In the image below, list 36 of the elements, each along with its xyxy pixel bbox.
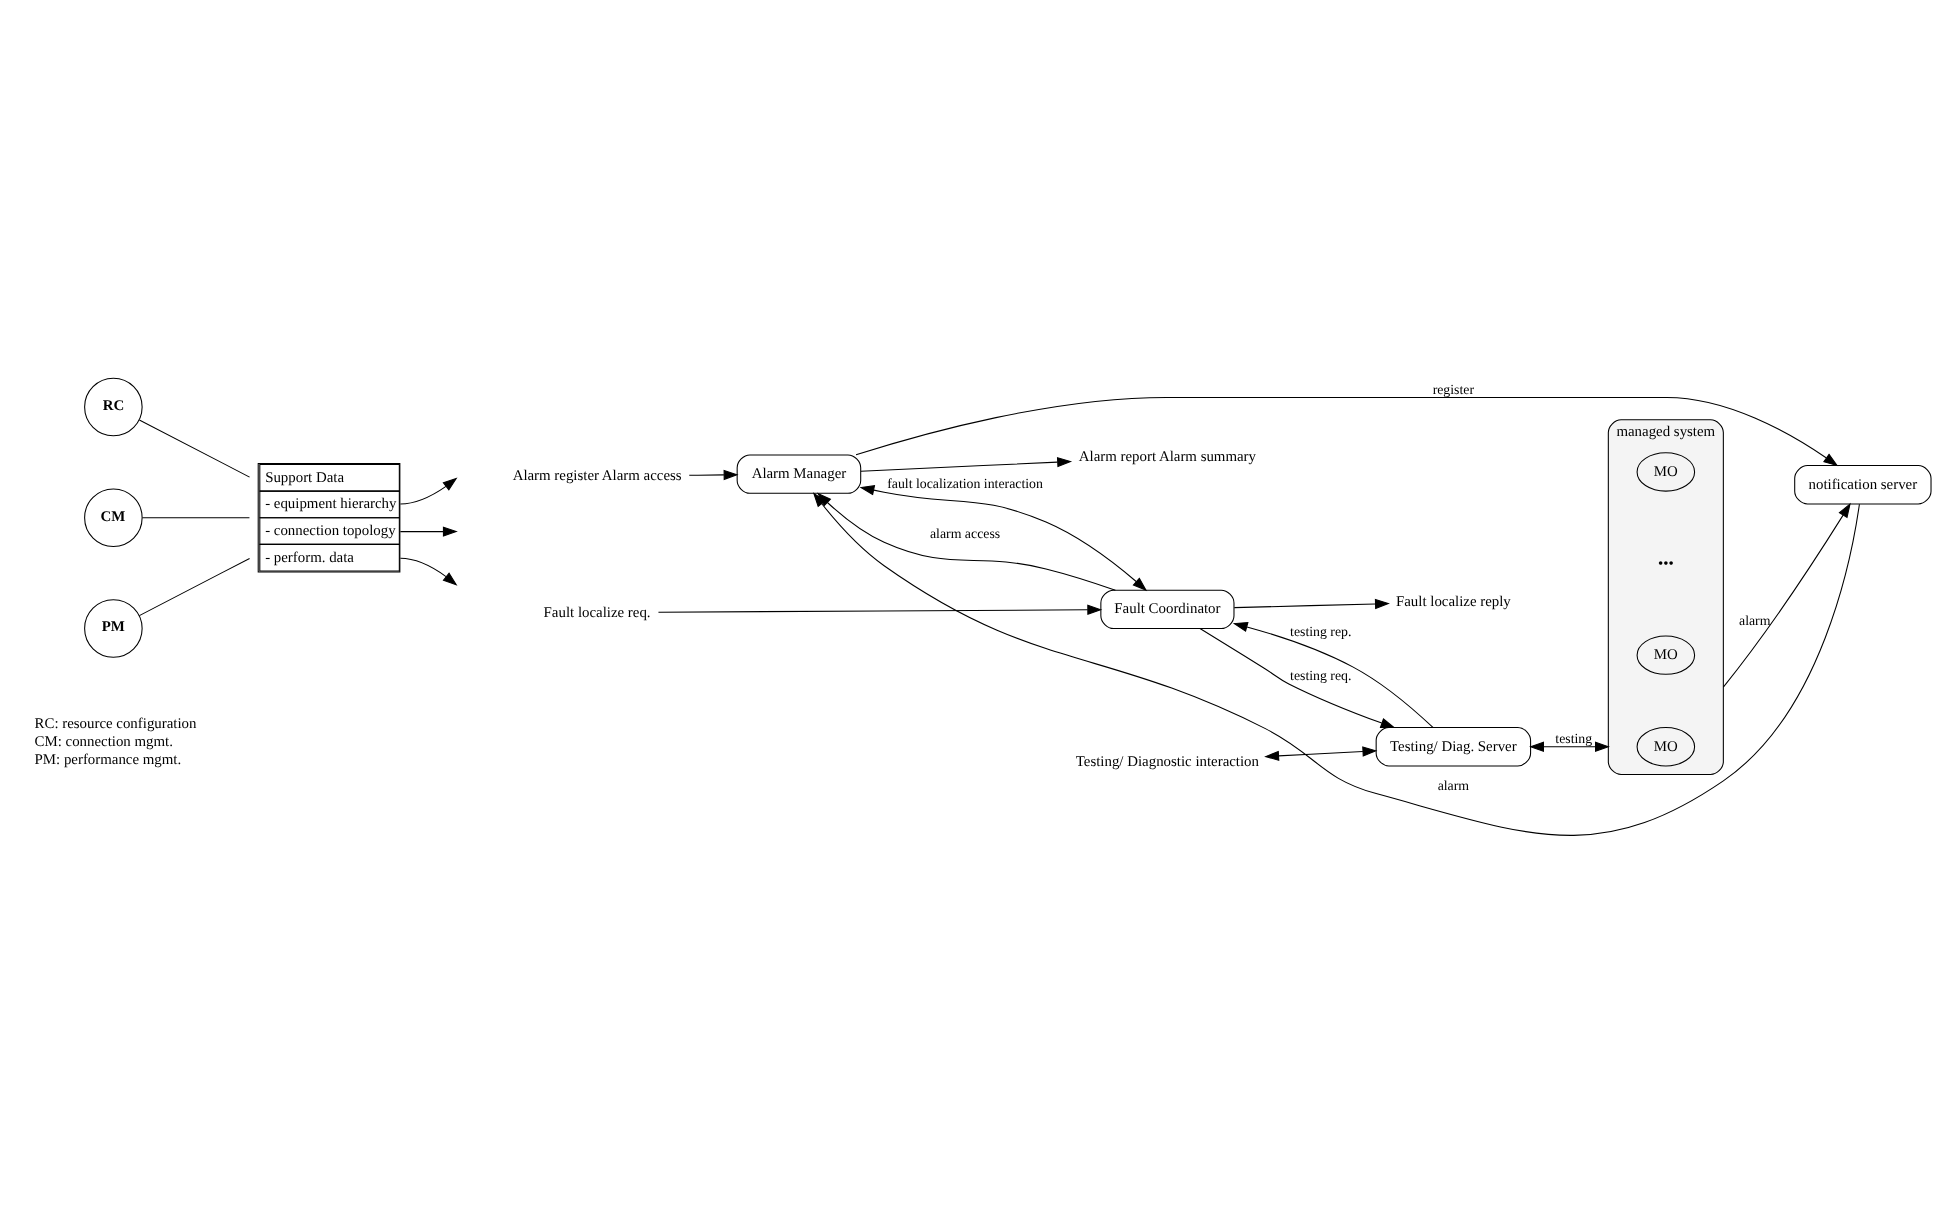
arrow (1263, 746, 1377, 762)
arrow (859, 456, 1072, 472)
node-box: Testing/ Diag. Server (1374, 727, 1531, 767)
arrow (858, 485, 1147, 592)
node-text: Alarm register Alarm access (511, 466, 681, 485)
arrow (854, 396, 1838, 467)
node-text: Fault localize req. (542, 602, 650, 621)
arrow (1232, 598, 1389, 610)
arrow (687, 469, 738, 481)
node-text: Testing/ Diagnostic interaction (1074, 751, 1259, 770)
arrow (1198, 628, 1395, 729)
connector (137, 419, 250, 478)
arrow (398, 477, 457, 505)
node-ellipse: MO (1635, 727, 1695, 767)
label: RC: resource configuration (33, 713, 196, 732)
arrow (1231, 621, 1433, 728)
connector (140, 517, 249, 519)
label: PM: performance mgmt. (33, 750, 181, 768)
arrow (656, 604, 1102, 615)
node-box: Alarm Manager (735, 454, 861, 494)
arrow (398, 526, 457, 537)
label: ••• (1657, 553, 1673, 572)
node-box: notification server (1793, 465, 1931, 505)
node-ellipse: MO (1635, 635, 1695, 675)
label: CM: connection mgmt. (33, 731, 172, 750)
node-circle: CM (83, 488, 142, 548)
node-ellipse: MO (1635, 452, 1695, 492)
connector (137, 557, 250, 617)
node-box: Fault Coordinator (1099, 589, 1234, 630)
arrow (1721, 502, 1850, 688)
node-text: Alarm report Alarm summary (1077, 447, 1256, 466)
arrow (1528, 741, 1609, 752)
arrow (398, 557, 457, 586)
node-circle: PM (83, 599, 142, 658)
node-circle: RC (83, 377, 142, 437)
node-text: Fault localize reply (1394, 591, 1510, 610)
